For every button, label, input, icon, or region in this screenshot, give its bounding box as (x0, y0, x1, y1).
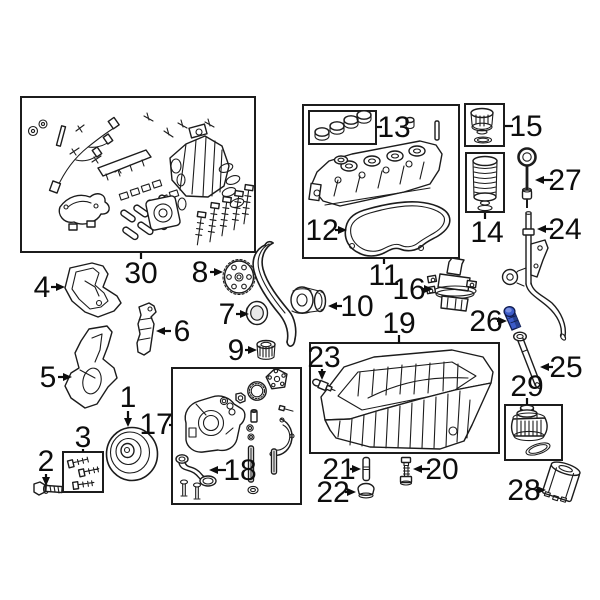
part-30-drawing (27, 112, 255, 246)
part-label-24[interactable]: 24 (537, 213, 582, 246)
part-5-lower-cover-drawing (64, 325, 118, 409)
part-4-upper-cover-drawing (64, 262, 122, 318)
part-19-oil-pan-drawing (320, 349, 494, 450)
part-16-separator-drawing (425, 257, 478, 312)
svg-text:5[interactable]: 5 (40, 361, 57, 394)
svg-text:25[interactable]: 25 (549, 351, 582, 384)
svg-text:24[interactable]: 24 (548, 213, 581, 246)
svg-text:10[interactable]: 10 (340, 290, 373, 323)
part-28-filter-cartridge-drawing (541, 461, 581, 503)
svg-text:9[interactable]: 9 (228, 334, 245, 367)
part-14-filter-element-drawing (472, 155, 498, 212)
part-24-dipstick-tube-drawing (501, 211, 567, 341)
part-label-3[interactable]: 3 (75, 421, 92, 454)
part-20-bolt-drawing (399, 456, 413, 486)
svg-text:1[interactable]: 1 (120, 381, 137, 414)
part-label-2[interactable]: 2 (38, 445, 55, 486)
svg-text:29[interactable]: 29 (510, 370, 543, 403)
svg-text:17[interactable]: 17 (139, 408, 172, 441)
part-18-pickup-tube-drawing (175, 454, 217, 487)
part-label-13[interactable]: 13 (377, 111, 411, 144)
part-17-oil-pump-drawing (179, 367, 295, 500)
svg-text:15[interactable]: 15 (509, 110, 542, 143)
part-label-27[interactable]: 27 (535, 164, 582, 197)
part-12-gasket-drawing (344, 201, 451, 257)
part-10-belt-drawing (252, 240, 327, 347)
part-21-pin-drawing (362, 456, 371, 482)
svg-text:18[interactable]: 18 (223, 454, 256, 487)
part-15-filler-cap-drawing (470, 107, 494, 144)
svg-text:22[interactable]: 22 (316, 476, 349, 509)
part-label-10[interactable]: 10 (328, 290, 374, 323)
svg-text:27[interactable]: 27 (548, 164, 581, 197)
part-label-14[interactable]: 14 (470, 213, 504, 249)
part-label-5[interactable]: 5 (40, 361, 72, 394)
part-label-28[interactable]: 28 (507, 474, 546, 507)
svg-text:14[interactable]: 14 (470, 216, 503, 249)
svg-text:2[interactable]: 2 (38, 445, 55, 478)
part-label-8[interactable]: 8 (192, 256, 223, 289)
part-label-25[interactable]: 25 (540, 351, 583, 384)
part-8-sprocket-drawing (222, 258, 256, 296)
part-label-19[interactable]: 19 (382, 307, 416, 343)
part-label-9[interactable]: 9 (228, 334, 257, 367)
part-3-bolt-set-drawing (66, 456, 100, 491)
svg-text:28[interactable]: 28 (507, 474, 540, 507)
part-label-21[interactable]: 21 (322, 453, 361, 486)
svg-text:21[interactable]: 21 (322, 453, 355, 486)
part-27-dipstick-drawing (517, 147, 537, 208)
svg-text:8[interactable]: 8 (192, 256, 209, 289)
part-6-bracket-drawing (136, 302, 157, 356)
part-label-15[interactable]: 15 (505, 110, 543, 143)
part-label-11[interactable]: 11 (368, 259, 400, 292)
part-label-29[interactable]: 29 (510, 370, 544, 405)
part-label-17[interactable]: 17 (139, 408, 172, 441)
filter-element-box-14 (465, 152, 505, 213)
part-label-20[interactable]: 20 (413, 453, 459, 486)
part-25-lower-tube-drawing (513, 331, 542, 389)
part-7-seal-drawing (245, 300, 269, 326)
part-label-26[interactable]: 26 (469, 305, 507, 338)
part-label-16[interactable]: 16 (392, 273, 433, 306)
svg-text:13[interactable]: 13 (377, 111, 410, 144)
svg-text:23[interactable]: 23 (307, 341, 340, 374)
part-label-30[interactable]: 30 (124, 253, 158, 290)
svg-text:12[interactable]: 12 (305, 214, 338, 247)
part-1-crank-pulley-drawing (105, 426, 159, 482)
svg-text:16[interactable]: 16 (392, 273, 425, 306)
svg-text:30[interactable]: 30 (124, 257, 157, 290)
part-label-23[interactable]: 23 (307, 341, 341, 380)
svg-text:26[interactable]: 26 (469, 305, 502, 338)
part-label-6[interactable]: 6 (156, 315, 190, 348)
svg-text:4[interactable]: 4 (34, 271, 51, 304)
part-23-sensor-drawing (312, 378, 336, 392)
part-11-valve-cover-drawing (308, 140, 443, 207)
part-29-filter-cap-drawing (510, 404, 551, 456)
svg-text:7[interactable]: 7 (219, 298, 236, 331)
svg-text:11[interactable]: 11 (368, 259, 399, 292)
svg-text:3[interactable]: 3 (75, 421, 92, 454)
part-2-bolt-drawing (33, 481, 63, 496)
part-label-4[interactable]: 4 (34, 271, 65, 304)
svg-text:19[interactable]: 19 (382, 307, 415, 340)
part-22-plug-drawing (357, 482, 375, 499)
part-label-1[interactable]: 1 (120, 381, 137, 427)
part-9-tensioner-drawing (256, 339, 276, 360)
svg-text:20[interactable]: 20 (425, 453, 458, 486)
part-label-12[interactable]: 12 (305, 214, 347, 247)
part-13-seal-kit-drawing (314, 110, 440, 141)
part-label-18[interactable]: 18 (209, 454, 257, 487)
part-label-7[interactable]: 7 (219, 298, 249, 331)
svg-text:6[interactable]: 6 (174, 315, 191, 348)
part-26-highlighted-bolt[interactable] (503, 305, 522, 331)
part-label-22[interactable]: 22 (316, 476, 356, 509)
